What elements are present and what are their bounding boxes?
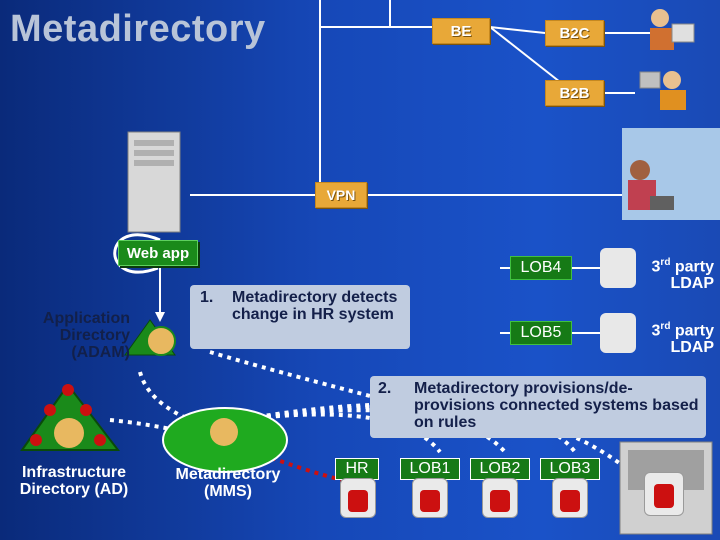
server-slot-1 — [134, 140, 174, 146]
b2c-box[interactable]: B2C — [545, 20, 604, 46]
ad-node-1 — [62, 384, 74, 396]
vpn-user-icon — [622, 128, 720, 220]
step1-num: 1. — [200, 289, 214, 306]
b2b-box[interactable]: B2B — [545, 80, 604, 106]
server-slot-3 — [134, 160, 174, 166]
step1-callout: 1. Metadirectory detects change in HR sy… — [190, 285, 410, 349]
lob2-db-cylinder — [490, 490, 510, 512]
ldap1-sup: rd — [660, 257, 671, 268]
b2c-user-icon — [650, 9, 695, 50]
ad-node-3 — [80, 404, 92, 416]
ldap2-num: 3 — [651, 322, 661, 340]
bigserver-db-cylinder — [654, 484, 674, 508]
lob1-db-cylinder — [420, 490, 440, 512]
dotted-mms-callout — [209, 350, 379, 400]
lob3-db-cylinder — [560, 490, 580, 512]
system-lob3[interactable]: LOB3 — [540, 458, 600, 480]
be-box[interactable]: BE — [432, 18, 490, 44]
dotted-mms-server — [239, 402, 642, 482]
lob4-box[interactable]: LOB4 — [510, 256, 572, 280]
step2-callout: 2. Metadirectory provisions/de-provision… — [370, 376, 706, 438]
b2b-user-icon — [639, 71, 686, 110]
ldap2-label: 3rd party LDAP — [636, 318, 714, 356]
ldap1-line2: LDAP — [670, 275, 714, 293]
hr-db-cylinder — [348, 490, 368, 512]
webapp-curve — [113, 233, 161, 274]
step2-text: Metadirectory provisions/de-provisions c… — [414, 380, 699, 431]
system-lob1[interactable]: LOB1 — [400, 458, 460, 480]
server-tower-icon — [127, 131, 181, 233]
adam-label: Application Directory (ADAM) — [42, 310, 130, 361]
ad-node-4 — [30, 434, 42, 446]
ldap2-sup: rd — [660, 321, 671, 332]
step1-text: Metadirectory detects change in HR syste… — [232, 289, 398, 323]
ad-label: Infrastructure Directory (AD) — [19, 464, 129, 498]
ad-triangle-icon — [20, 383, 121, 451]
ldap1-person-icon — [600, 248, 636, 288]
ldap1-rest: party — [670, 258, 714, 276]
system-lob2[interactable]: LOB2 — [470, 458, 530, 480]
page-title: Metadirectory — [10, 8, 266, 50]
adam-person-icon — [146, 326, 176, 356]
connector-be-b2b — [489, 26, 561, 83]
mms-label: Metadirectory (MMS) — [175, 466, 281, 500]
ldap2-line2: LDAP — [670, 339, 714, 357]
step2-num: 2. — [378, 380, 392, 397]
ldap2-person-icon — [600, 313, 636, 353]
web-app-box[interactable]: Web app — [118, 240, 198, 266]
ad-node-5 — [94, 434, 106, 446]
ad-node-2 — [44, 404, 56, 416]
ldap1-label: 3rd party LDAP — [636, 254, 714, 292]
ldap2-rest: party — [670, 322, 714, 340]
connector-be-b2c — [489, 26, 546, 34]
bigserver-db-icon — [644, 472, 684, 516]
system-hr[interactable]: HR — [335, 458, 379, 480]
lob5-box[interactable]: LOB5 — [510, 321, 572, 345]
ldap1-num: 3 — [651, 258, 661, 276]
mms-person-icon — [210, 418, 238, 446]
server-slot-2 — [134, 150, 174, 156]
arrow-webapp-adam — [155, 312, 165, 322]
vpn-box[interactable]: VPN — [315, 182, 367, 208]
ad-person-icon — [54, 418, 84, 448]
